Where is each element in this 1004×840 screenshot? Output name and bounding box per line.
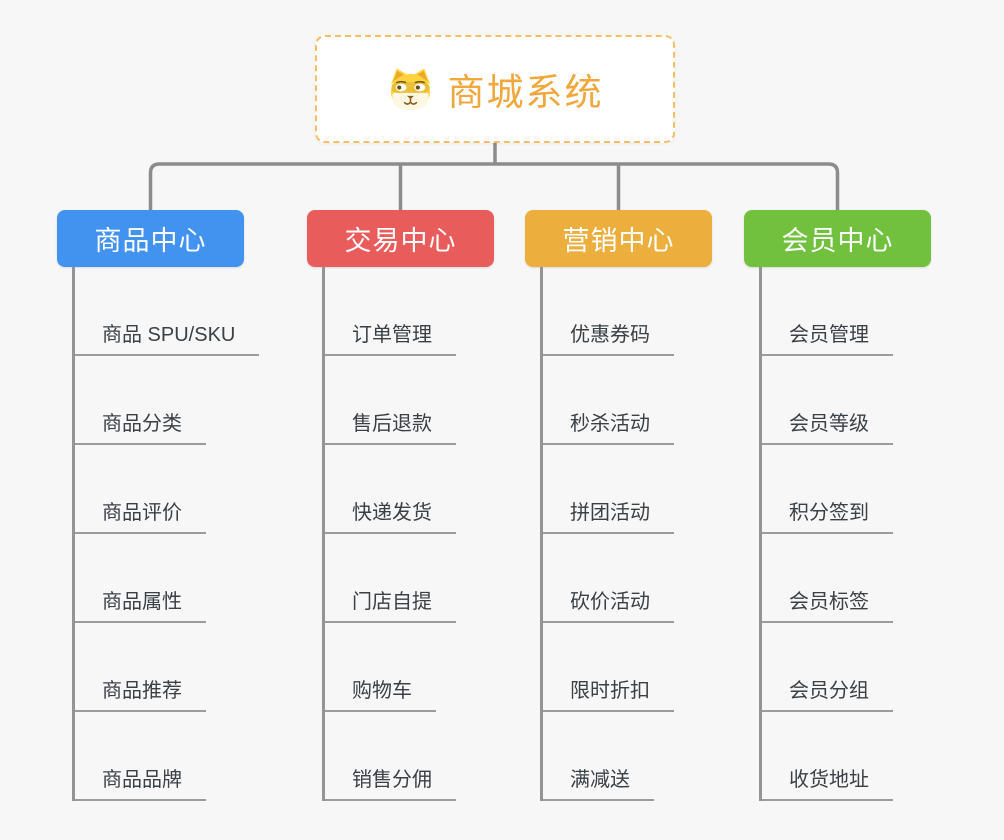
child-item-label[interactable]: 满减送 [540,763,654,801]
dog-face-icon [390,68,430,111]
child-item-label[interactable]: 商品推荐 [72,674,206,712]
branch-node-product-center[interactable]: 商品中心 [57,210,244,267]
child-item-label[interactable]: 会员标签 [759,585,893,623]
child-item-label[interactable]: 秒杀活动 [540,407,674,445]
child-item-label[interactable]: 商品属性 [72,585,206,623]
child-item-label[interactable]: 订单管理 [322,318,456,356]
child-item: 会员标签 [744,534,931,623]
child-item: 商品推荐 [57,623,244,712]
branch-trunk-line [72,267,75,801]
child-item-label[interactable]: 砍价活动 [540,585,674,623]
branch-trunk-line [540,267,543,801]
branch-trunk-line [322,267,325,801]
child-item-label[interactable]: 拼团活动 [540,496,674,534]
child-item-label[interactable]: 积分签到 [759,496,893,534]
child-item: 商品属性 [57,534,244,623]
branch-member-center: 会员中心 会员管理 会员等级 积分签到 会员标签 会员分组 收货地址 [744,210,931,801]
child-item: 秒杀活动 [525,356,712,445]
child-item: 商品 SPU/SKU [57,267,260,356]
branch-trade-center: 交易中心 订单管理 售后退款 快递发货 门店自提 购物车 销售分佣 [307,210,494,801]
child-item: 快递发货 [307,445,494,534]
child-item: 会员管理 [744,267,931,356]
child-item: 商品品牌 [57,712,244,801]
branch-trunk-line [759,267,762,801]
child-item: 限时折扣 [525,623,712,712]
child-item: 售后退款 [307,356,494,445]
child-item: 购物车 [307,623,494,712]
child-item: 优惠券码 [525,267,712,356]
child-item-label[interactable]: 收货地址 [759,763,893,801]
child-item: 砍价活动 [525,534,712,623]
child-item-label[interactable]: 商品评价 [72,496,206,534]
root-node[interactable]: 商城系统 [315,35,675,143]
child-item-label[interactable]: 会员分组 [759,674,893,712]
child-item: 门店自提 [307,534,494,623]
child-item-label[interactable]: 售后退款 [322,407,456,445]
child-item-label[interactable]: 商品 SPU/SKU [72,318,260,356]
root-title: 商城系统 [447,72,604,113]
branch-node-member-center[interactable]: 会员中心 [744,210,931,267]
child-item: 满减送 [525,712,712,801]
child-item-label[interactable]: 商品品牌 [72,763,206,801]
child-item: 收货地址 [744,712,931,801]
branch-node-trade-center[interactable]: 交易中心 [307,210,494,267]
child-item-label[interactable]: 门店自提 [322,585,456,623]
branch-product-center: 商品中心 商品 SPU/SKU 商品分类 商品评价 商品属性 商品推荐 商品品牌 [57,210,260,801]
child-item-label[interactable]: 销售分佣 [322,763,456,801]
child-item: 积分签到 [744,445,931,534]
child-item-label[interactable]: 会员等级 [759,407,893,445]
child-item-label[interactable]: 优惠券码 [540,318,674,356]
child-item-label[interactable]: 购物车 [322,674,436,712]
child-item-label[interactable]: 会员管理 [759,318,893,356]
child-item: 商品分类 [57,356,244,445]
child-item-label[interactable]: 限时折扣 [540,674,674,712]
child-item: 商品评价 [57,445,244,534]
bus-line [148,162,840,211]
child-item-label[interactable]: 快递发货 [322,496,456,534]
child-item-label[interactable]: 商品分类 [72,407,206,445]
child-item: 会员等级 [744,356,931,445]
child-item: 会员分组 [744,623,931,712]
branch-node-marketing-center[interactable]: 营销中心 [525,210,712,267]
child-item: 订单管理 [307,267,494,356]
child-item: 销售分佣 [307,712,494,801]
child-item: 拼团活动 [525,445,712,534]
branch-marketing-center: 营销中心 优惠券码 秒杀活动 拼团活动 砍价活动 限时折扣 满减送 [525,210,712,801]
